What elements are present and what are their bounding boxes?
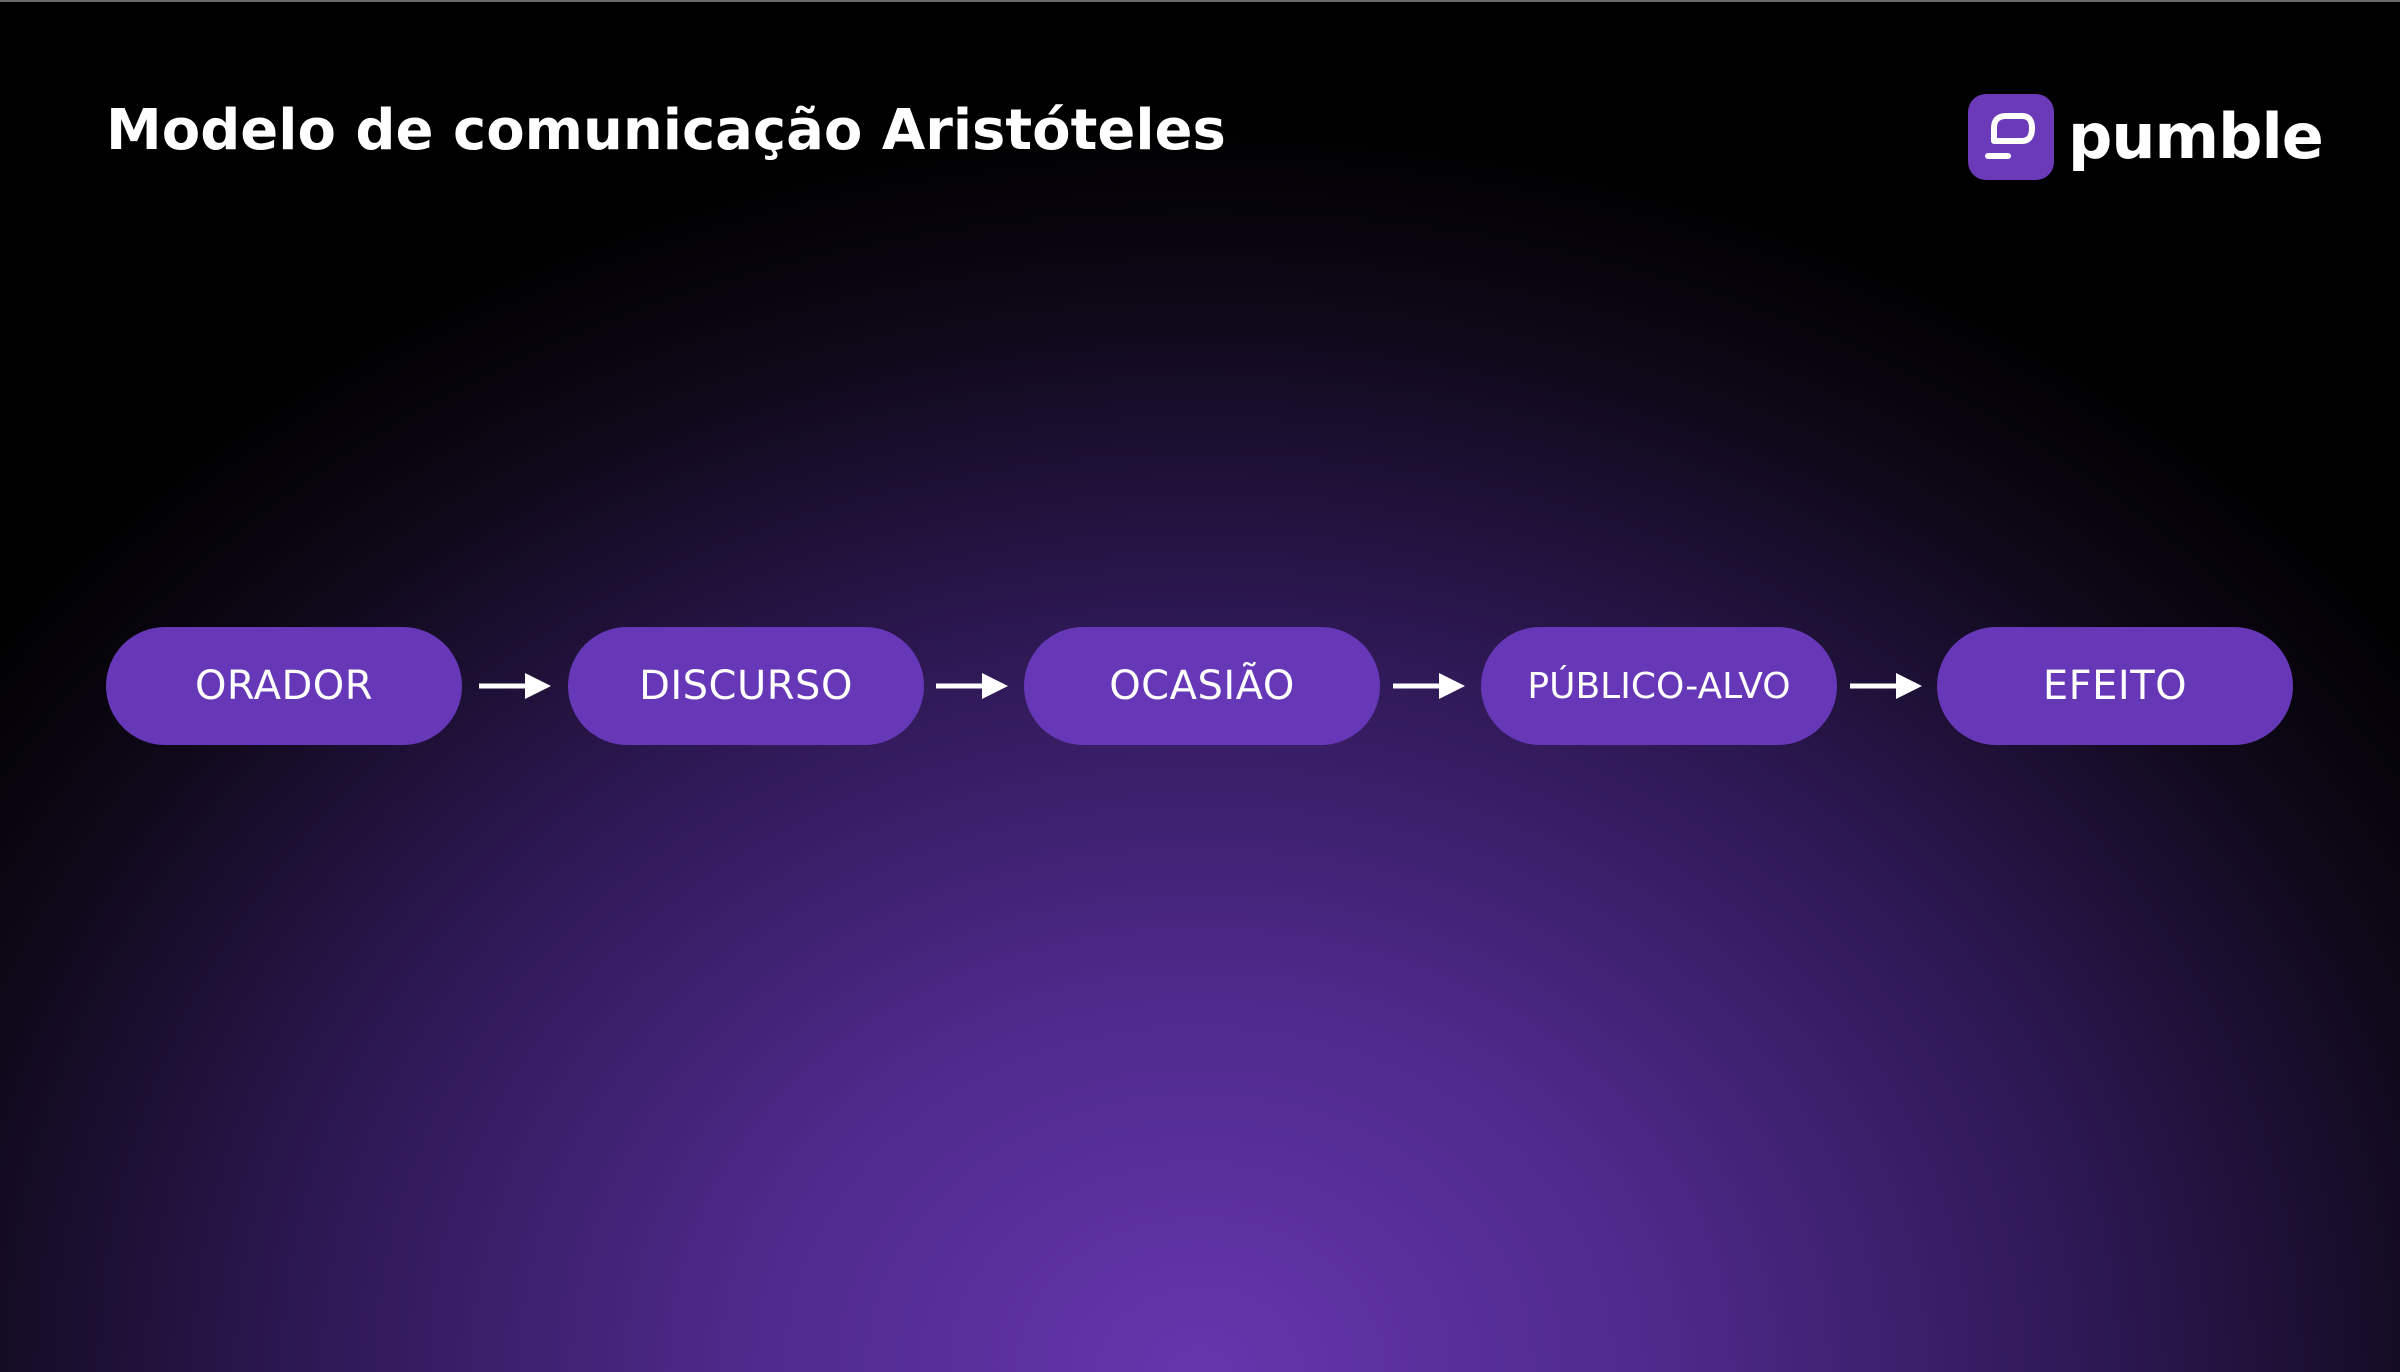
step-label: ORADOR	[194, 663, 374, 709]
step-publico-alvo: PÚBLICO-ALVO	[1481, 627, 1837, 745]
step-label: OCASIÃO	[1109, 663, 1295, 709]
step-label: PÚBLICO-ALVO	[1527, 665, 1791, 707]
arrow-right-icon	[936, 673, 1008, 699]
flow-diagram: ORADOR DISCURSO OCASIÃO PÚBLICO-ALVO EFE…	[0, 627, 2400, 745]
pumble-logo-icon	[1968, 94, 2054, 180]
page-title: Modelo de comunicação Aristóteles	[106, 98, 1226, 163]
logo-wordmark: pumble	[2068, 100, 2324, 173]
step-orador: ORADOR	[106, 627, 462, 745]
arrow-right-icon	[1850, 673, 1922, 699]
step-label: DISCURSO	[639, 663, 853, 709]
arrow-right-icon	[479, 673, 551, 699]
top-border	[0, 0, 2400, 2]
arrow-right-icon	[1393, 673, 1465, 699]
step-ocasiao: OCASIÃO	[1024, 627, 1380, 745]
brand-logo: pumble	[1968, 93, 2324, 181]
step-discurso: DISCURSO	[568, 627, 924, 745]
step-efeito: EFEITO	[1937, 627, 2293, 745]
step-label: EFEITO	[2042, 663, 2188, 709]
